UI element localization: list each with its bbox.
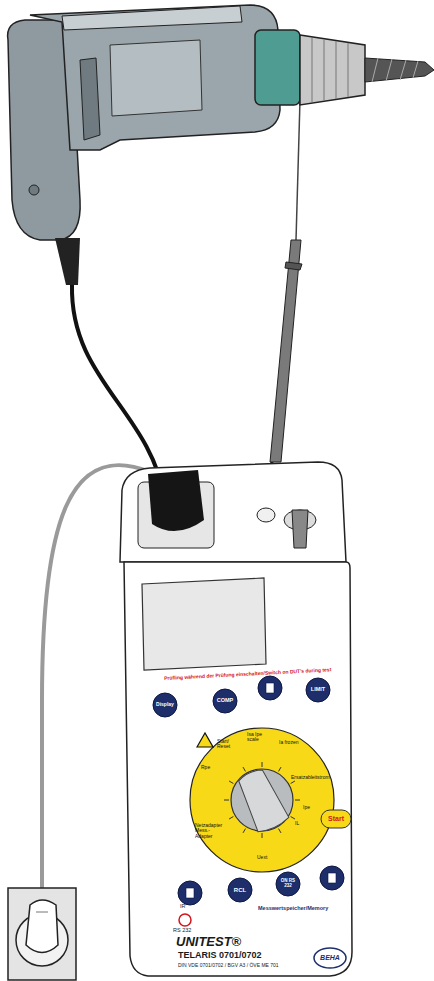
panel-label: RS 232: [173, 928, 191, 934]
panel-label: Start/ Reset: [217, 739, 239, 750]
drill-collar: [255, 30, 300, 105]
panel-label: DIN VDE 0701/0702 / BGV A3 / ÖVE ME 701: [178, 963, 279, 968]
function-dial: Start/ ResetRpe Isa Ipe scale Ia frozenErs…: [187, 725, 337, 875]
panel-label: Isa Ipe scale: [247, 732, 273, 743]
dial-tick: [229, 781, 233, 784]
panel-label: Uext: [257, 855, 267, 860]
panel-label: Messwertspeicher/Memory: [258, 906, 328, 912]
chuck-ridges: [312, 38, 348, 102]
probe-handle: [270, 240, 301, 462]
memory-button: [178, 881, 202, 905]
dial-tick: [291, 817, 295, 820]
button-label: COMP: [217, 698, 234, 704]
dial-ring: [190, 728, 334, 872]
warning-triangle: [197, 733, 213, 747]
button-label: Display: [156, 702, 174, 707]
panel-label: TELARIS 0701/0702: [178, 951, 262, 960]
panel-label: IL: [295, 821, 299, 826]
save-button-circle: [320, 866, 344, 890]
probe-guard: [285, 262, 302, 270]
drill-trigger: [80, 58, 100, 140]
button-circle: [213, 689, 237, 713]
drill-ridge: [62, 6, 242, 30]
dial-tick: [262, 762, 263, 767]
save-button-glyph: [328, 873, 336, 883]
comp-button: COMP: [212, 688, 238, 714]
button-label: Start: [328, 815, 344, 822]
probe-plug: [292, 510, 308, 548]
panel-label: Ia frozen: [279, 740, 301, 745]
button-circle: [228, 878, 252, 902]
knob-grip: [234, 766, 290, 835]
start-button: Start: [321, 810, 351, 828]
drill-panel: [110, 40, 202, 116]
display-button: Display: [152, 692, 178, 718]
memory-button-glyph: [186, 888, 194, 898]
panel-label: IR: [180, 904, 186, 910]
mains-plug: [26, 900, 58, 953]
bit-flutes: [372, 58, 418, 82]
wall-socket: [8, 888, 76, 980]
panel-label: Rpe: [201, 765, 210, 770]
tester-top: [120, 462, 346, 562]
dial-tick: [279, 829, 282, 833]
save-button: [320, 866, 344, 890]
print-button-circle: [258, 676, 282, 700]
dial-tick: [224, 800, 229, 801]
button-label: LIMIT: [311, 687, 325, 693]
dial-tick: [291, 781, 295, 784]
button-label: BEHA: [320, 954, 340, 961]
ir-port: [179, 914, 191, 926]
button-circle: [276, 872, 300, 896]
button-label: RCL: [234, 887, 246, 893]
dial-tick: [229, 817, 233, 820]
tester-body: Prüfling während der Prüfung einschalten…: [118, 560, 352, 978]
probe-tip: [296, 100, 300, 240]
dial-tick: [295, 800, 300, 801]
button-label: ON RS 232: [278, 879, 298, 888]
dial-tick: [243, 829, 246, 833]
memory-button-circle: [178, 881, 202, 905]
panel-label: Ipe: [303, 805, 310, 810]
drill-bit: [365, 58, 434, 82]
lcd-window: [142, 578, 266, 670]
button-circle: [306, 678, 330, 702]
beha-logo: BEHA: [314, 948, 346, 968]
drill-housing: [30, 5, 280, 150]
drill-plug: [148, 470, 204, 531]
drill-chuck: [300, 35, 365, 105]
second-jack: [257, 508, 275, 522]
function-dial-outline: [187, 725, 337, 875]
dial-tick: [262, 833, 263, 838]
pill-shape: [321, 810, 351, 828]
drill-button: [29, 185, 39, 195]
panel-label: Netzadapter Mess.-Adapter: [195, 823, 227, 839]
logo-oval: [314, 948, 346, 968]
panel-label: UNITEST®: [176, 935, 241, 949]
dial-tick: [243, 767, 246, 771]
panel-label: Ersatzableitstrom: [291, 775, 330, 780]
cord-relief: [55, 238, 80, 285]
dial-tick: [279, 767, 282, 771]
print-button: [258, 676, 282, 700]
button-circle: [153, 693, 177, 717]
tester-front: [124, 562, 352, 976]
rs232-button: ON RS 232: [275, 871, 301, 897]
dial-ticks: [224, 762, 300, 838]
print-button-glyph: [266, 683, 274, 693]
plug-ridge: [36, 912, 48, 913]
limit-button: LIMIT: [305, 677, 331, 703]
recall-button: RCL: [227, 877, 253, 903]
